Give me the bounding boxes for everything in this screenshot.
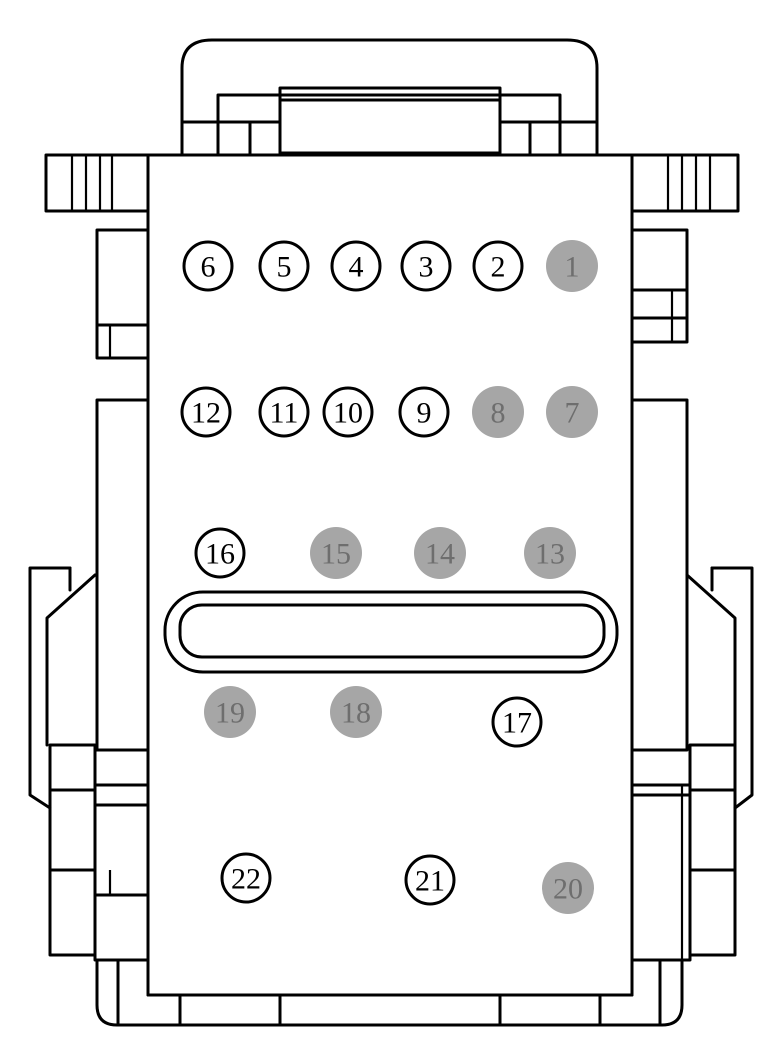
- pin-circle: [404, 854, 456, 906]
- pin-label: 16: [205, 538, 235, 571]
- pin-circle: [398, 386, 450, 438]
- pin-9: 9: [398, 386, 450, 438]
- pin-label: 5: [277, 251, 292, 284]
- pin-4: 4: [330, 240, 382, 292]
- right-side-tab: [630, 153, 740, 213]
- pin-11: 11: [258, 386, 310, 438]
- pin-label: 4: [349, 251, 364, 284]
- pin-label: 22: [231, 863, 261, 896]
- pin-6: 6: [182, 240, 234, 292]
- pin-label: 11: [270, 397, 299, 430]
- keying-slot: [163, 590, 619, 674]
- pin-circle: [546, 240, 598, 292]
- pin-label: 17: [502, 707, 532, 740]
- pin-label: 19: [215, 697, 245, 730]
- pin-circle: [330, 686, 382, 738]
- pin-12: 12: [180, 386, 232, 438]
- pin-circle: [220, 852, 272, 904]
- pin-3: 3: [400, 240, 452, 292]
- pin-circle: [546, 386, 598, 438]
- pin-19: 19: [204, 686, 256, 738]
- pin-21: 21: [404, 854, 456, 906]
- pin-circle: [330, 240, 382, 292]
- right-lock-clip: [630, 566, 754, 962]
- housing-body: [146, 153, 634, 997]
- pin-14: 14: [414, 527, 466, 579]
- pin-circle: [322, 386, 374, 438]
- left-side-blocks: [95, 228, 150, 752]
- pin-circle: [524, 527, 576, 579]
- pin-circle: [400, 240, 452, 292]
- pin-label: 18: [341, 697, 371, 730]
- pin-label: 3: [419, 251, 434, 284]
- left-side-tab: [44, 153, 150, 213]
- left-lock-clip: [28, 566, 150, 962]
- pin-label: 10: [333, 397, 363, 430]
- bottom-base: [95, 958, 684, 1027]
- pin-label: 7: [565, 397, 580, 430]
- pin-label: 9: [417, 397, 432, 430]
- pin-label: 1: [565, 251, 580, 284]
- pin-label: 21: [415, 865, 445, 898]
- pin-circle: [310, 527, 362, 579]
- pin-17: 17: [491, 696, 543, 748]
- pin-circle: [194, 527, 246, 579]
- pin-label: 8: [491, 397, 506, 430]
- pin-13: 13: [524, 527, 576, 579]
- top-latch: [180, 38, 599, 157]
- pin-label: 15: [321, 538, 351, 571]
- pin-2: 2: [472, 240, 524, 292]
- pin-18: 18: [330, 686, 382, 738]
- pin-circle: [542, 862, 594, 914]
- pin-label: 12: [191, 397, 221, 430]
- right-side-blocks: [630, 228, 689, 752]
- pin-22: 22: [220, 852, 272, 904]
- pin-circle: [258, 240, 310, 292]
- pin-16: 16: [194, 527, 246, 579]
- pin-circle: [491, 696, 543, 748]
- pin-7: 7: [546, 386, 598, 438]
- pin-15: 15: [310, 527, 362, 579]
- pin-1: 1: [546, 240, 598, 292]
- pin-label: 13: [535, 538, 565, 571]
- pin-10: 10: [322, 386, 374, 438]
- pin-circle: [258, 386, 310, 438]
- pin-label: 14: [425, 538, 455, 571]
- pin-circle: [414, 527, 466, 579]
- pin-circle: [182, 240, 234, 292]
- pin-8: 8: [472, 386, 524, 438]
- pin-label: 6: [201, 251, 216, 284]
- pin-circle: [472, 240, 524, 292]
- pin-label: 2: [491, 251, 506, 284]
- pin-circle: [204, 686, 256, 738]
- pin-label: 20: [553, 873, 583, 906]
- pin-20: 20: [542, 862, 594, 914]
- pin-circle: [472, 386, 524, 438]
- pin-5: 5: [258, 240, 310, 292]
- pin-circle: [180, 386, 232, 438]
